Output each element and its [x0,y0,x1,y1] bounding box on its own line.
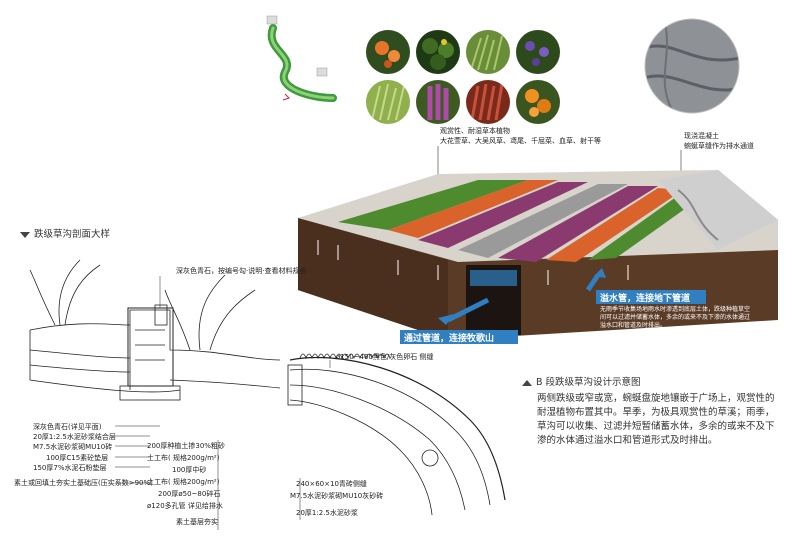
redgrass-icon [466,80,510,124]
label-right-2: 20厚1:2.5水泥砂浆 [296,509,358,517]
label-mid-6: 素土基层夯实 [176,518,218,526]
diagram-title: B 段跌级草沟设计示意图 [522,374,641,388]
triangle-up-icon [522,379,532,386]
label-left-1: 20厚1:2.5水泥砂浆结合层 [33,433,116,441]
label-left-5: 素土或回填土夯实土基础压(压实系数>90%) [14,479,153,487]
label-mid-4: 200厚ø50~80碎石 [158,490,221,498]
bloodgrass-icon [366,80,410,124]
label-mid-5: ø120多孔管 详见给排水 [147,502,223,510]
overflow-note: 无雨季节收集场地雨水时渗透到底层土体，跌级种植草空间可以过滤并储蓄水体，多余的或… [600,306,751,329]
concrete-photo-icon [644,18,740,114]
label-left-4: 150厚7%水泥石粉垫层 [33,464,107,472]
label-right-0: 240×60×10青砖侧缝 [296,480,367,488]
label-pipe-top: ø150~400黑色/灰色卵石 侧缝 [336,353,434,361]
plant-caption-line1: 观赏性、耐湿草本植物 [440,127,510,135]
overflow-callout-bg [596,290,706,304]
plant-caption-line2: 大花萱草、大吴风草、鸢尾、千屈菜、血草、射干等 [440,137,601,145]
pipe-callout: 通过管道，连接牧歌山 [404,334,495,344]
loosestrife-icon [416,80,460,124]
triangle-down-icon [20,231,30,238]
label-right-1: M7.5水泥砂浆砌MU10灰砂砖 [290,492,384,500]
ligularia-icon [416,30,460,74]
daylily-icon [366,30,410,74]
cross-section-drawing [29,259,506,530]
belamcanda-icon [516,80,560,124]
label-left-0: 深灰色青石(详见平面) [33,423,102,431]
label-mid-2: 100厚中砂 [172,466,207,474]
concrete-caption-line2: 蜿蜒草缝作为排水通道 [684,142,754,150]
pipe-callout-bg [400,330,518,344]
label-mid-1: 土工布( 规格200g/m²) [147,454,220,462]
overflow-callout: 溢水管，连接地下管道 [600,294,691,304]
iris-icon [516,30,560,74]
concrete-caption-line1: 现浇混凝土 [684,132,719,140]
description: 两侧跌级或窄或宽，蜿蜒盘旋地镶嵌于广场上，观赏性的耐湿植物布置其中。旱季，为极具… [537,393,775,446]
label-left-3: 100厚C15素砼垫层 [46,454,109,462]
label-left-2: M7.5水泥砂浆砌MU10砖 [33,443,113,451]
grass-icon [466,30,510,74]
label-top: 深灰色青石，按编号勾·说明·查看材料规格 [176,267,307,275]
label-mid-0: 200厚种植土掺30%粗砂 [147,442,225,450]
serpentine-channel-icon [266,15,337,102]
label-mid-3: 土工布( 规格200g/m²) [147,478,220,486]
section-title: 跌级草沟剖面大样 [20,226,110,240]
